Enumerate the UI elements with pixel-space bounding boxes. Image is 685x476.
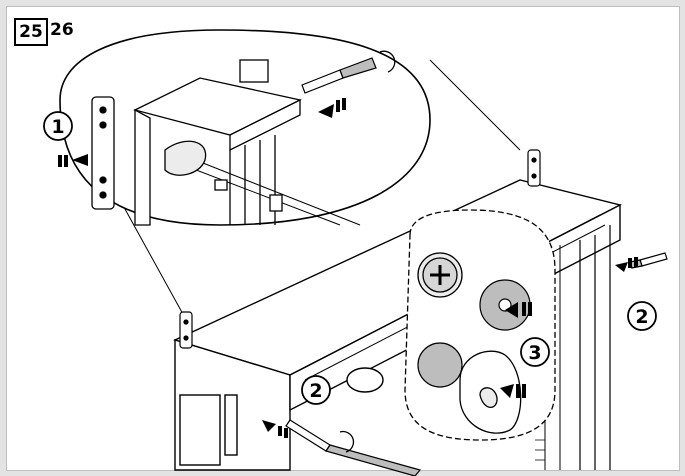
- callout-2-left: 2: [301, 375, 331, 405]
- cap-disk-lower: [417, 342, 463, 388]
- step-current: 25: [14, 18, 48, 46]
- step-next: 26: [50, 20, 74, 40]
- callout-3: 3: [520, 337, 550, 367]
- bubble-screw: [301, 57, 377, 94]
- zoom-connector-right: [429, 59, 521, 151]
- callout-2-right-label: 2: [635, 306, 648, 328]
- arrow-right-insert: [615, 257, 638, 272]
- arrow-lower-left-insert: [262, 420, 288, 438]
- callout-2-right: 2: [627, 301, 657, 331]
- bracket-right: [527, 149, 541, 187]
- cap-arrow-lower: [500, 384, 526, 398]
- callout-1-label: 1: [51, 116, 64, 138]
- callout-2-left-label: 2: [309, 380, 322, 402]
- detail-bubble: [58, 29, 431, 226]
- screw-head-cross: [417, 252, 463, 298]
- cap-arrow-top: [505, 302, 532, 318]
- bubble-bracket: [91, 96, 115, 210]
- cap-detail-bubble: [404, 209, 556, 441]
- callout-3-label: 3: [528, 342, 541, 364]
- bubble-rotation-arrow: [379, 50, 396, 73]
- bracket-left: [179, 311, 193, 349]
- cap-cover: [459, 350, 522, 434]
- bubble-arrow-bracket: [58, 154, 88, 167]
- rotation-arrow-lower: [339, 430, 355, 453]
- bubble-arrow-screw: [318, 98, 346, 118]
- screw-lower-left: [285, 419, 422, 476]
- callout-1: 1: [43, 111, 73, 141]
